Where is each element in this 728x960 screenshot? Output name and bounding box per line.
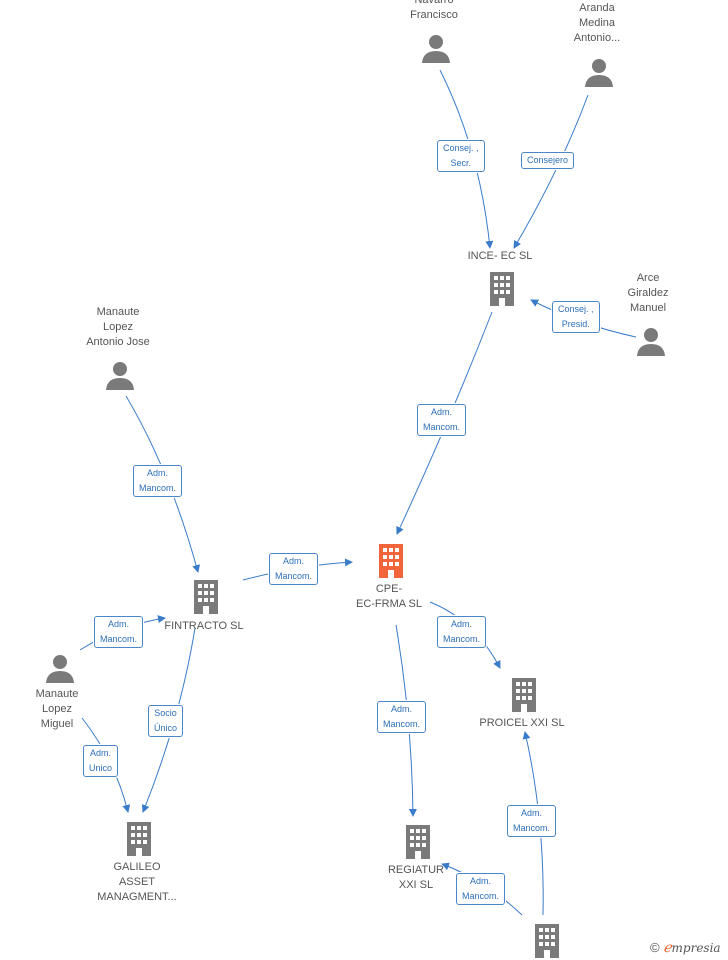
person-icon[interactable] [584, 57, 614, 87]
edge-label-cpe-proicel: Adm.Mancom. [437, 616, 487, 648]
edge-label-cpe-regiatur: Adm.Mancom. [377, 701, 427, 733]
node-label-proicel[interactable]: PROICEL XXI SL [479, 717, 565, 729]
brand-rest: mpresia [671, 941, 721, 955]
edge-label-ince-cpe: Adm.Mancom. [417, 404, 467, 436]
person-icon[interactable] [636, 326, 666, 356]
edge-label-navarro-ince: Consej. ,Secr. [437, 140, 485, 172]
edge-label-arce-ince: Consej. ,Presid. [552, 301, 600, 333]
node-label-fintracto[interactable]: FINTRACTO SL [164, 620, 244, 632]
building-icon[interactable] [123, 820, 155, 856]
brand-e: ℯ [663, 940, 672, 956]
edge-aranda-ince [513, 94, 589, 249]
edge-label-manaute-m-fintracto: Adm.Mancom. [94, 616, 144, 648]
edge-label-aranda-ince: Consejero [521, 152, 575, 169]
building-icon[interactable] [531, 922, 563, 958]
person-icon[interactable] [421, 33, 451, 63]
building-icon[interactable] [486, 270, 518, 306]
edge-label-bottom-proicel: Adm.Mancom. [507, 805, 557, 837]
building-icon[interactable] [190, 578, 222, 614]
person-icon[interactable] [105, 360, 135, 390]
edge-label-manaute-aj-fintracto: Adm.Mancom. [133, 465, 183, 497]
edge-label-manaute-m-galileo: Adm.Unico [83, 745, 119, 777]
node-label-ince[interactable]: INCE- EC SL [467, 250, 533, 262]
person-icon[interactable] [45, 653, 75, 683]
brand-logo: © ℯmpresia [650, 940, 721, 956]
building-icon[interactable] [508, 676, 540, 712]
building-icon-focus[interactable] [375, 542, 407, 578]
edge-label-fintracto-cpe: Adm.Mancom. [269, 553, 319, 585]
building-icon[interactable] [402, 823, 434, 859]
copyright-symbol: © [650, 940, 660, 955]
node-label-cpe[interactable]: CPE-EC-FRMA SL [355, 583, 423, 610]
edge-label-bottom-regiatur: Adm.Mancom. [456, 873, 506, 905]
